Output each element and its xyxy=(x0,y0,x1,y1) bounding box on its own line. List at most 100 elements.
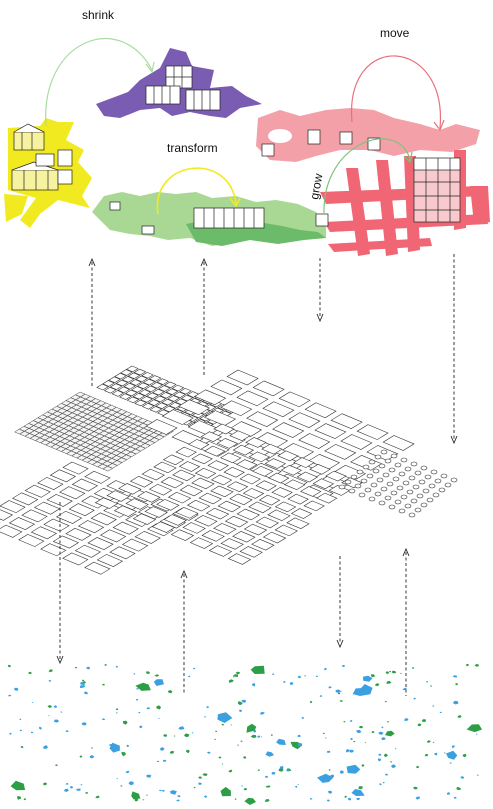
fragment-shape xyxy=(21,746,24,748)
grid-module-icon xyxy=(351,475,357,479)
grid-module-icon xyxy=(164,455,184,465)
building-block-icon xyxy=(316,214,328,226)
fragment-shape xyxy=(126,771,130,774)
grid-module-icon xyxy=(142,469,164,480)
fragment-shape xyxy=(384,754,388,758)
fragment-shape xyxy=(412,667,415,668)
fragment-shape xyxy=(276,739,286,745)
grid-module-icon xyxy=(419,480,425,484)
fragment-shape xyxy=(116,708,118,710)
grid-module-icon xyxy=(387,482,393,486)
grid-module-icon xyxy=(415,508,421,512)
grid-module-icon xyxy=(226,516,248,527)
fragment-shape xyxy=(194,787,196,789)
fragment-shape xyxy=(217,712,232,723)
grid-module-icon xyxy=(63,553,88,565)
grid-module-icon xyxy=(331,414,362,429)
fragment-shape xyxy=(154,679,164,686)
fragment-shape xyxy=(160,747,165,751)
fragment-shape xyxy=(19,719,21,720)
fragment-shape xyxy=(66,783,69,785)
grid-module-icon xyxy=(357,470,363,474)
grid-module-icon xyxy=(25,485,50,497)
grid-module-icon xyxy=(399,472,405,476)
building-block-icon xyxy=(186,90,220,110)
fragment-shape xyxy=(188,676,190,678)
grid-module-icon xyxy=(97,554,122,566)
grid-module-icon xyxy=(202,531,224,542)
fragment-shape xyxy=(454,797,457,799)
grid-module-icon xyxy=(389,468,395,472)
fragment-shape xyxy=(91,747,93,748)
grid-module-icon xyxy=(101,530,126,542)
fragment-shape xyxy=(86,667,90,670)
fragment-shape xyxy=(295,786,297,788)
fragment-shape xyxy=(261,736,262,737)
grid-module-icon xyxy=(399,509,405,513)
fragment-shape xyxy=(336,690,342,693)
fragment-shape xyxy=(327,799,330,801)
fragment-shape xyxy=(204,795,207,797)
grid-module-icon xyxy=(192,478,214,489)
grid-module-icon xyxy=(91,513,116,525)
fragment-shape xyxy=(243,756,246,759)
fragment-shape xyxy=(8,665,11,668)
fragment-shape xyxy=(404,718,409,721)
fragment-shape xyxy=(434,753,437,756)
fragment-shape xyxy=(418,723,422,726)
building-block-icon xyxy=(308,130,320,144)
grid-module-icon xyxy=(237,391,268,406)
building-block-icon xyxy=(110,202,120,210)
fragment-shape xyxy=(32,702,34,703)
fragment-shape xyxy=(328,791,332,794)
grid-module-icon xyxy=(292,509,312,519)
fragment-shape xyxy=(105,664,107,666)
fragment-shape xyxy=(387,721,389,723)
grid-module-icon xyxy=(345,480,351,484)
grid-module-icon xyxy=(417,494,423,498)
pink-courtyard xyxy=(268,129,292,143)
fragment-shape xyxy=(102,719,105,721)
fragment-shape xyxy=(343,721,345,723)
fragment-shape xyxy=(365,742,366,743)
fragment-shape xyxy=(266,751,275,756)
grid-module-icon xyxy=(244,488,264,498)
fragment-shape xyxy=(146,671,150,674)
grid-module-icon xyxy=(237,509,259,520)
fragment-shape xyxy=(66,730,69,732)
fragment-shape xyxy=(244,798,256,805)
grid-module-icon xyxy=(341,435,372,450)
grid-module-icon xyxy=(66,528,91,540)
grid-module-icon xyxy=(325,444,356,459)
fragment-shape xyxy=(450,762,452,763)
grid-module-icon xyxy=(421,503,427,507)
fragment-shape xyxy=(385,731,395,737)
grid-module-icon xyxy=(19,534,44,546)
grid-module-icon xyxy=(150,484,172,495)
grid-module-icon xyxy=(253,381,284,396)
grid-module-icon xyxy=(411,499,417,503)
fragment-shape xyxy=(455,683,458,685)
fragment-shape xyxy=(251,666,265,674)
grid-module-icon xyxy=(224,467,244,477)
fragment-shape xyxy=(265,799,270,802)
fragment-shape xyxy=(266,786,270,788)
fragment-shape xyxy=(379,783,382,785)
fragment-shape xyxy=(302,717,304,719)
fragment-shape xyxy=(353,741,355,743)
building-block-icon xyxy=(340,132,352,144)
grid-module-icon xyxy=(391,454,397,458)
fragment-shape xyxy=(117,778,118,779)
fragment-shape xyxy=(342,665,345,667)
grid-module-icon xyxy=(403,481,409,485)
grid-module-icon xyxy=(433,493,439,497)
fragment-shape xyxy=(340,770,344,773)
fragment-shape xyxy=(159,790,162,791)
fragment-shape xyxy=(260,712,265,715)
arrow-icon xyxy=(434,120,444,130)
fragment-shape xyxy=(75,667,77,668)
grid-module-icon xyxy=(207,508,229,519)
fragment-shape xyxy=(80,784,82,785)
fragment-shape xyxy=(233,676,235,677)
